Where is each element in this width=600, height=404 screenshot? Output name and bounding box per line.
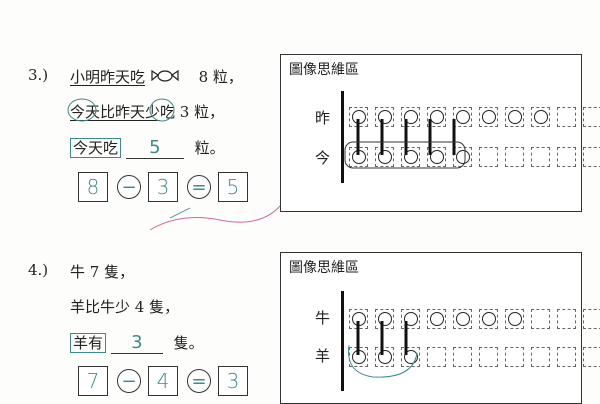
q3-line2: 今天比昨天少吃 3 粒， bbox=[70, 101, 224, 122]
q3-row1-bead bbox=[482, 110, 496, 124]
q3-row1-cell bbox=[427, 107, 446, 127]
q4-line1: 牛 7 隻， bbox=[70, 263, 135, 281]
q4-row2-cell bbox=[531, 347, 550, 367]
q4-row1-cell bbox=[505, 309, 524, 329]
q3-row2-cell bbox=[557, 147, 576, 167]
q3-pencil-marks bbox=[67, 98, 175, 122]
q3-eq-subtrahend[interactable]: 3 bbox=[148, 172, 178, 202]
q4-pencil-loop bbox=[348, 344, 418, 378]
q4-number: 4.) bbox=[28, 261, 49, 279]
q4-row2-cell bbox=[557, 347, 576, 367]
q4-match-lines bbox=[356, 321, 408, 355]
q4-line3: 羊有 3 隻。 bbox=[70, 332, 204, 354]
q3-row1-cell bbox=[583, 107, 600, 127]
q4-row1-cell bbox=[453, 309, 472, 329]
q3-row1-cell bbox=[557, 107, 576, 127]
q4-row2-cell bbox=[583, 347, 600, 367]
q3-row2-label: 今 bbox=[315, 149, 331, 167]
q3-panel-title: 圖像思維區 bbox=[289, 62, 359, 78]
q3-eq-equals: = bbox=[187, 175, 211, 199]
q4-line3-end: 隻。 bbox=[173, 334, 204, 352]
q3-row2-grid bbox=[349, 147, 600, 167]
q4-answer-blank[interactable]: 3 bbox=[110, 332, 163, 354]
q4-eq-subtrahend[interactable]: 4 bbox=[148, 366, 178, 396]
q4-eq-result[interactable]: 3 bbox=[218, 366, 248, 396]
q3-line1-count: 8 粒， bbox=[198, 68, 243, 86]
q4-row1-cell bbox=[479, 309, 498, 329]
q3-row1-cell bbox=[453, 107, 472, 127]
q3-eq-minuend[interactable]: 8 bbox=[78, 172, 108, 202]
q3-row2-cell bbox=[583, 147, 600, 167]
q3-row2-cell bbox=[349, 147, 368, 167]
q3-line3: 今天吃 5 粒。 bbox=[70, 137, 225, 159]
q4-row1-grid bbox=[349, 309, 600, 329]
q3-row1-cell bbox=[505, 107, 524, 127]
q4-start-bar bbox=[341, 291, 344, 391]
q4-row2-cell bbox=[453, 347, 472, 367]
q4-eq-minuend[interactable]: 7 bbox=[78, 366, 108, 396]
q4-row1-cell bbox=[583, 309, 600, 329]
q3-line1-text: 小明昨天吃 bbox=[70, 68, 146, 86]
q4-row2-cell bbox=[479, 347, 498, 367]
q3-line2-rest: 吃 3 粒， bbox=[160, 103, 225, 121]
q4-row1-bead bbox=[482, 312, 496, 326]
q3-row1-grid bbox=[349, 107, 600, 127]
q3-row2-cell bbox=[427, 147, 446, 167]
q4-row2-cell bbox=[427, 347, 446, 367]
q3-pink-scribble bbox=[149, 205, 281, 231]
q3-answer-blank[interactable]: 5 bbox=[125, 137, 184, 159]
q3-row1-cell bbox=[479, 107, 498, 127]
q3-row2-cell bbox=[479, 147, 498, 167]
q3-row1-label: 昨 bbox=[315, 109, 331, 127]
q3-row1-bead bbox=[456, 110, 470, 124]
q4-row1-label: 牛 bbox=[315, 309, 331, 327]
q4-row2-cell bbox=[505, 347, 524, 367]
q4-visual-panel: 圖像思維區 牛 羊 bbox=[280, 252, 600, 404]
q4-line2: 羊比牛少 4 隻， bbox=[70, 298, 180, 316]
q4-panel-title: 圖像思維區 bbox=[289, 260, 359, 276]
q3-line3-text: 今天吃 bbox=[70, 138, 122, 158]
q4-row2-label: 羊 bbox=[315, 347, 331, 365]
q3-line3-end: 粒。 bbox=[194, 139, 225, 157]
q4-eq-operator: − bbox=[117, 369, 141, 393]
q4-eq-equals: = bbox=[187, 369, 211, 393]
q3-row1-bead bbox=[430, 110, 444, 124]
q4-row1-bead bbox=[430, 312, 444, 326]
q3-eq-operator: − bbox=[117, 175, 141, 199]
q4-row1-cell bbox=[531, 309, 550, 329]
q4-row1-cell bbox=[401, 309, 420, 329]
q4-row1-bead bbox=[456, 312, 470, 326]
q4-row1-cell bbox=[427, 309, 446, 329]
q3-number: 3.) bbox=[28, 66, 49, 84]
q3-row1-cell bbox=[531, 107, 550, 127]
q3-eq-result[interactable]: 5 bbox=[218, 172, 248, 202]
q3-row2-cell bbox=[505, 147, 524, 167]
q3-pencil-loop bbox=[344, 141, 466, 169]
q3-start-bar bbox=[341, 91, 344, 183]
q3-visual-panel: 圖像思維區 昨 今 bbox=[280, 54, 600, 212]
q3-row1-cell bbox=[375, 107, 394, 127]
q3-row2-cell bbox=[453, 147, 472, 167]
q3-row2-cell bbox=[531, 147, 550, 167]
q3-row1-bead bbox=[508, 110, 522, 124]
q3-match-lines bbox=[356, 119, 456, 155]
q3-row2-bead bbox=[430, 150, 444, 164]
q3-line1: 小明昨天吃 8 粒， bbox=[70, 66, 243, 87]
candy-icon bbox=[151, 69, 179, 82]
q3-row2-bead bbox=[456, 150, 470, 164]
q4-row2-cell bbox=[375, 347, 394, 367]
q4-line3-text: 羊有 bbox=[70, 333, 107, 353]
q3-row1-bead bbox=[534, 110, 548, 124]
q3-line2-underlined: 今天比昨天少 bbox=[70, 103, 161, 121]
q4-row1-bead bbox=[508, 312, 522, 326]
q4-row1-cell bbox=[557, 309, 576, 329]
